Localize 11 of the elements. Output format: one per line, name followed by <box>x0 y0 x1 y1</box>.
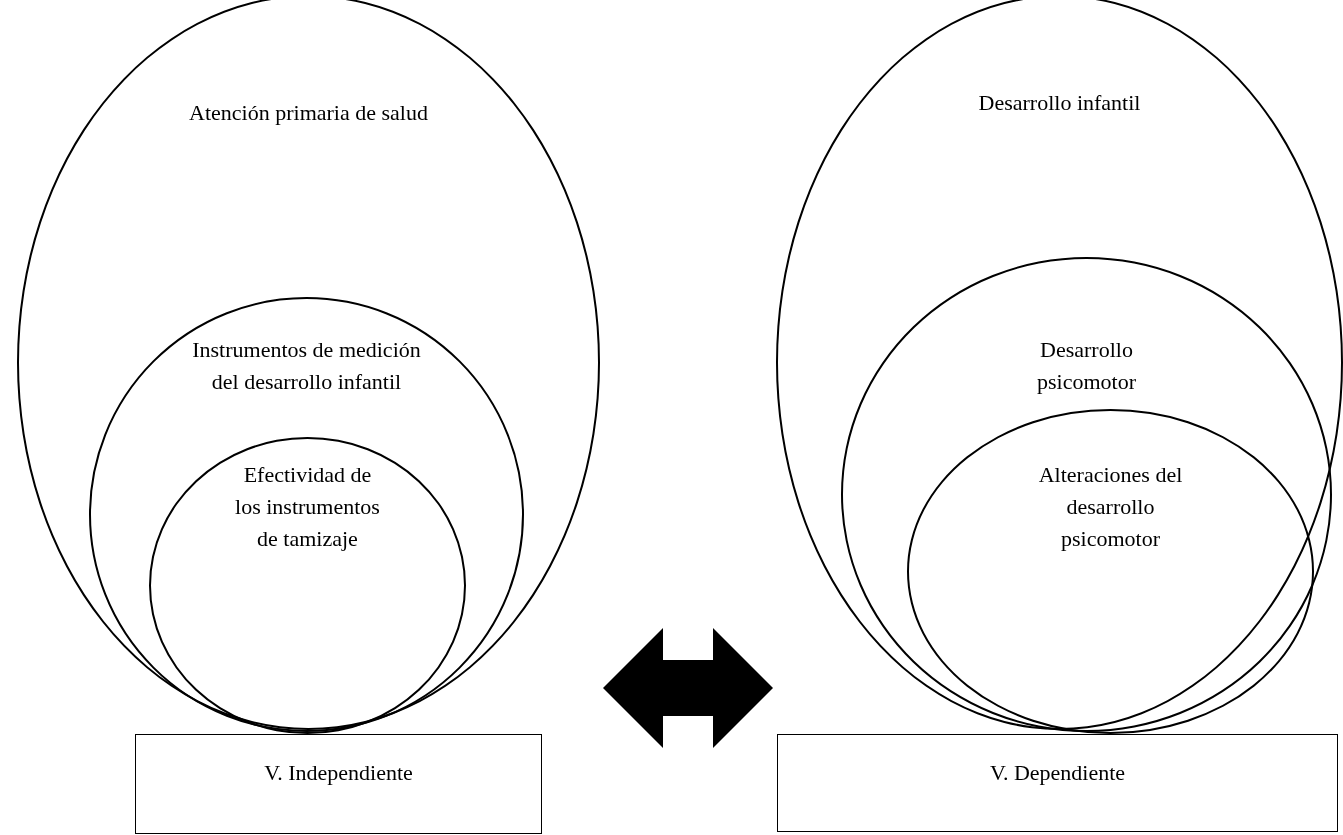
label-box <box>135 734 542 834</box>
node-label: V. Dependiente <box>988 759 1127 787</box>
node-label: Atención primaria de salud <box>188 99 429 127</box>
label-box <box>777 734 1338 832</box>
node-label: Instrumentos de medición del desarrollo infantil <box>191 336 422 396</box>
double-arrow <box>603 628 773 748</box>
node-label: V. Independiente <box>263 759 414 787</box>
node-label: Alteraciones del desarrollo psicomotor <box>1037 461 1184 553</box>
node-label: Desarrollo psicomotor <box>1036 336 1137 396</box>
node-label: Efectividad de los instrumentos de tamizaje <box>234 461 381 553</box>
node-label: Desarrollo infantil <box>977 89 1142 117</box>
